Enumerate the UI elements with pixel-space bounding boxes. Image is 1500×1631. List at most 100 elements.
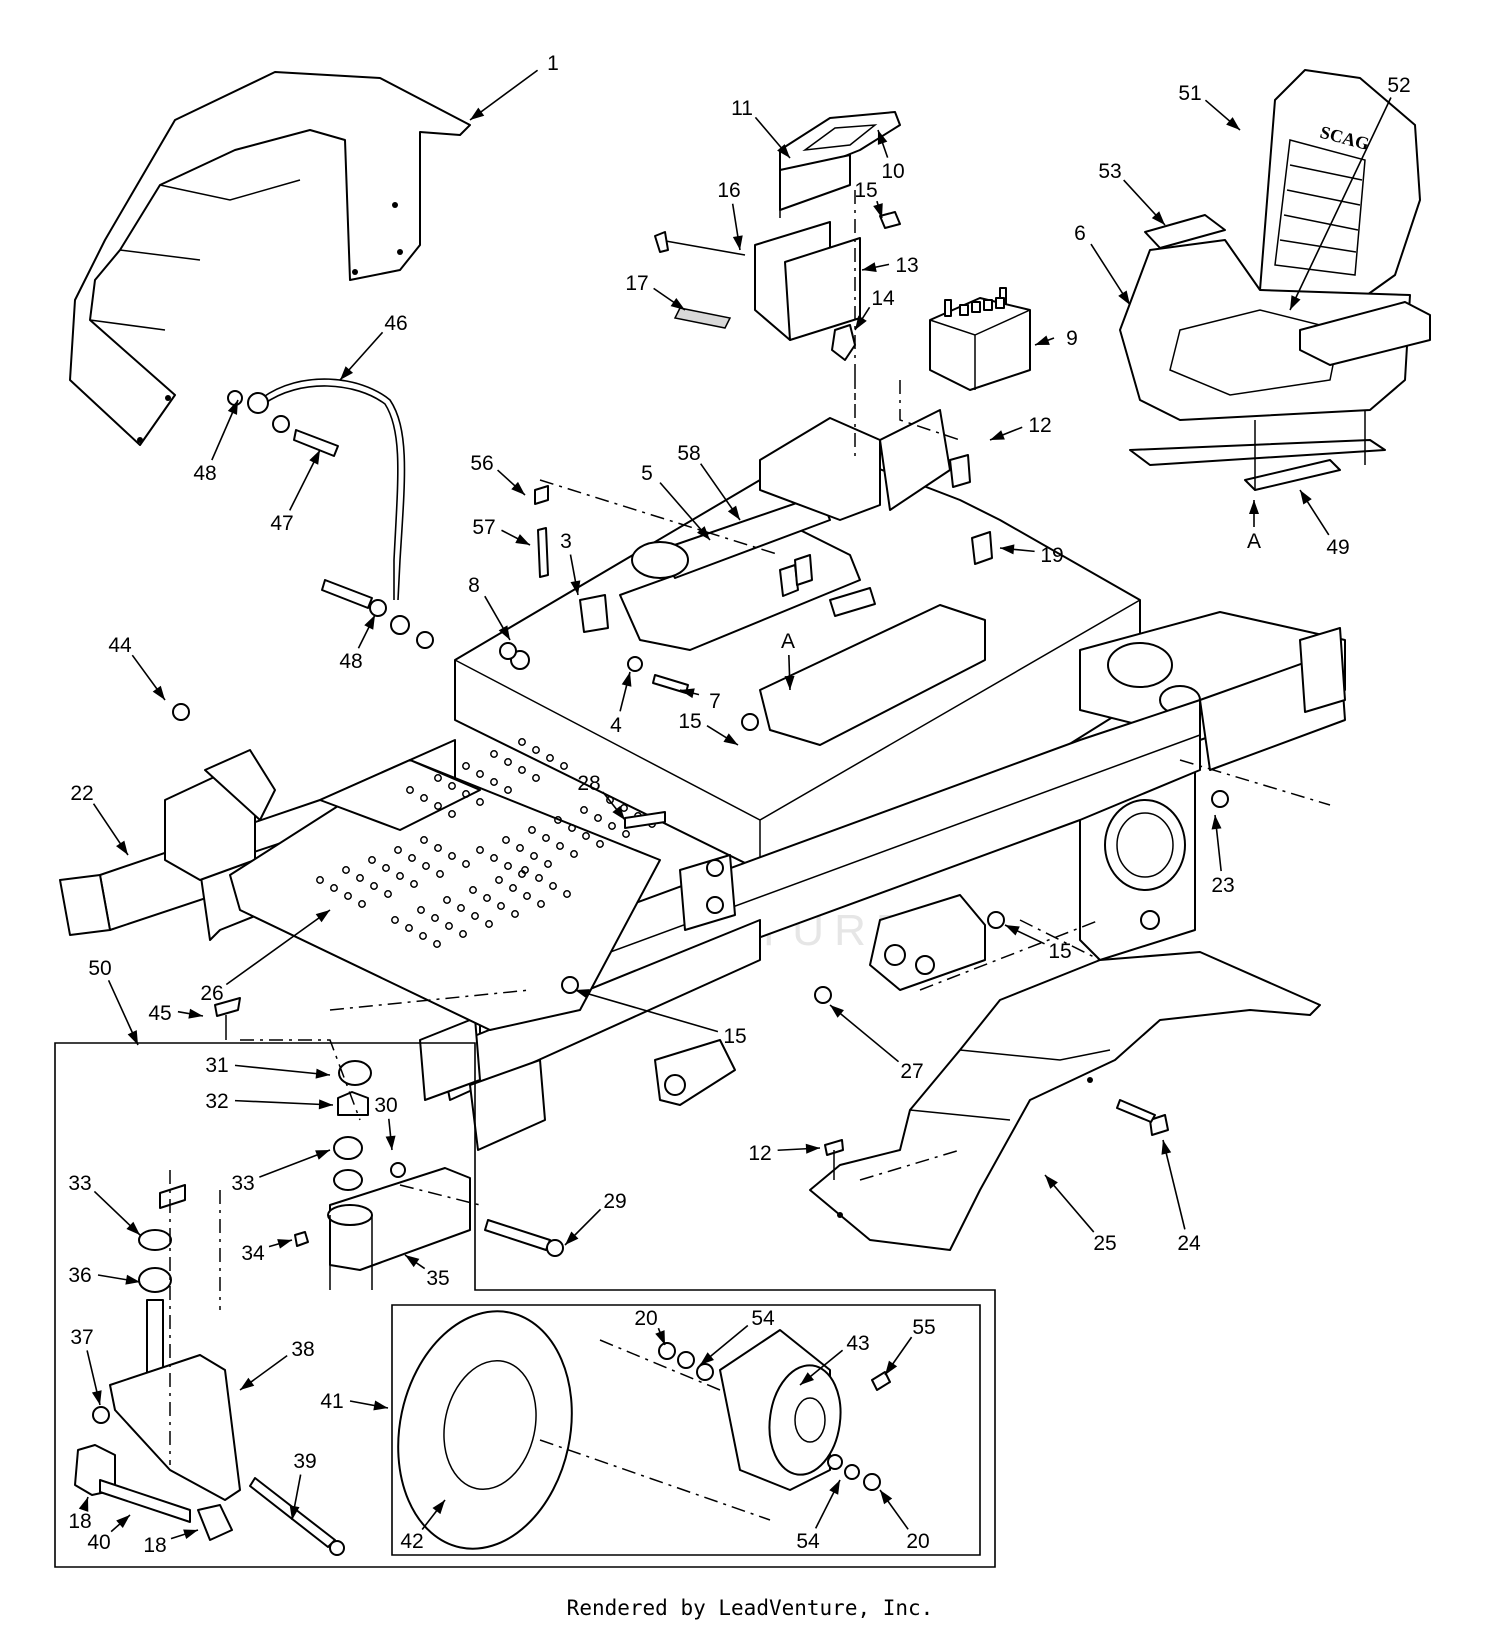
leader-arrowhead	[289, 1505, 300, 1520]
foot-plate-perforations	[316, 738, 656, 948]
leader-arrowhead	[91, 1390, 102, 1405]
perforation	[560, 762, 568, 770]
callout-label: 18	[68, 1510, 91, 1533]
callout-label: 46	[384, 312, 407, 335]
leader-arrowhead	[126, 1221, 140, 1235]
perforation	[420, 794, 428, 802]
perforation	[476, 846, 484, 854]
callout-label: 27	[900, 1060, 923, 1083]
callout-label: 50	[88, 957, 111, 980]
callout-label: 40	[87, 1531, 110, 1554]
callout-label: 32	[205, 1090, 228, 1113]
perforation	[490, 750, 498, 758]
hardware	[214, 454, 1229, 1180]
callout-label: 33	[231, 1172, 254, 1195]
perforation	[436, 870, 444, 878]
perforation	[549, 882, 557, 890]
perforation	[518, 738, 526, 746]
callout-label: 13	[895, 254, 918, 277]
leader-arrowhead	[470, 107, 485, 120]
perforation	[556, 842, 564, 850]
perforation	[434, 802, 442, 810]
perforation	[384, 890, 392, 898]
leader-line	[234, 1064, 331, 1076]
cable-assembly	[227, 378, 434, 649]
callout-label: 9	[1066, 327, 1078, 350]
leader-arrowhead	[800, 1372, 815, 1385]
leader-arrowhead	[1005, 925, 1020, 936]
leader-arrowhead	[862, 262, 877, 273]
callout-label: 17	[625, 272, 648, 295]
leader-arrowhead	[188, 1008, 203, 1019]
callout-label: 3	[560, 530, 572, 553]
perforation	[504, 758, 512, 766]
perforation	[448, 810, 456, 818]
perforation	[457, 904, 465, 912]
perforation	[554, 816, 562, 824]
perforation	[516, 844, 524, 852]
perforation	[448, 782, 456, 790]
leader-arrowhead	[885, 1360, 898, 1375]
callout-label: 58	[677, 442, 700, 465]
leader-arrowhead	[655, 1330, 665, 1345]
perforation	[563, 890, 571, 898]
callout-label: 42	[400, 1530, 423, 1553]
leader-arrowhead	[1300, 490, 1312, 505]
leader-arrowhead	[340, 366, 354, 380]
callout-label: 5	[641, 462, 653, 485]
leader-arrowhead	[152, 685, 165, 700]
perforation	[490, 854, 498, 862]
callout-label: 54	[751, 1307, 775, 1330]
perforation	[391, 916, 399, 924]
perforation	[546, 754, 554, 762]
perforation	[344, 892, 352, 900]
perforation	[495, 876, 503, 884]
callout-label: 45	[148, 1002, 171, 1025]
callout-label: 52	[1387, 74, 1410, 97]
leader-arrowhead	[723, 733, 738, 745]
leader-arrowhead	[116, 1515, 130, 1529]
perforation	[358, 900, 366, 908]
caster-assembly-box	[54, 1042, 996, 1568]
perforation	[471, 912, 479, 920]
foot-plate	[229, 759, 661, 1031]
footer-credit: Rendered by LeadVenture, Inc.	[566, 1596, 934, 1620]
leader-arrowhead	[732, 235, 743, 250]
leader-arrowhead	[727, 505, 740, 520]
phantom-lines	[169, 175, 1331, 1465]
callout-label: 34	[241, 1242, 265, 1265]
perforation	[606, 796, 614, 804]
callout-label: 48	[193, 462, 216, 485]
perforation	[596, 840, 604, 848]
callout-label: A	[1247, 530, 1261, 553]
callout-label: 23	[1211, 874, 1234, 897]
perforation	[497, 902, 505, 910]
callout-label: 15	[723, 1025, 746, 1048]
leader-arrowhead	[309, 450, 320, 465]
leader-arrowhead	[227, 400, 238, 415]
perforation	[330, 884, 338, 892]
callout-label: 36	[68, 1264, 91, 1287]
callout-label: 1	[547, 52, 559, 75]
perforation	[580, 806, 588, 814]
leader-arrowhead	[570, 580, 581, 595]
leader-lines	[78, 69, 1392, 1540]
leader-arrowhead	[373, 1400, 388, 1411]
seat: SCAG	[1119, 69, 1431, 491]
leader-arrowhead	[127, 1030, 138, 1045]
perforation	[528, 826, 536, 834]
callout-label: 4	[610, 714, 622, 737]
leader-arrowhead	[612, 805, 625, 820]
leader-arrowhead	[125, 1274, 140, 1285]
callout-label: 51	[1178, 82, 1201, 105]
perforation	[368, 856, 376, 864]
callout-label: 15	[1048, 940, 1071, 963]
callout-label: 19	[1040, 544, 1063, 567]
callout-label: 56	[470, 452, 493, 475]
fender-left	[69, 71, 471, 446]
leader-arrowhead	[697, 526, 710, 540]
leader-line	[574, 989, 719, 1033]
perforation	[542, 834, 550, 842]
perforation	[504, 786, 512, 794]
